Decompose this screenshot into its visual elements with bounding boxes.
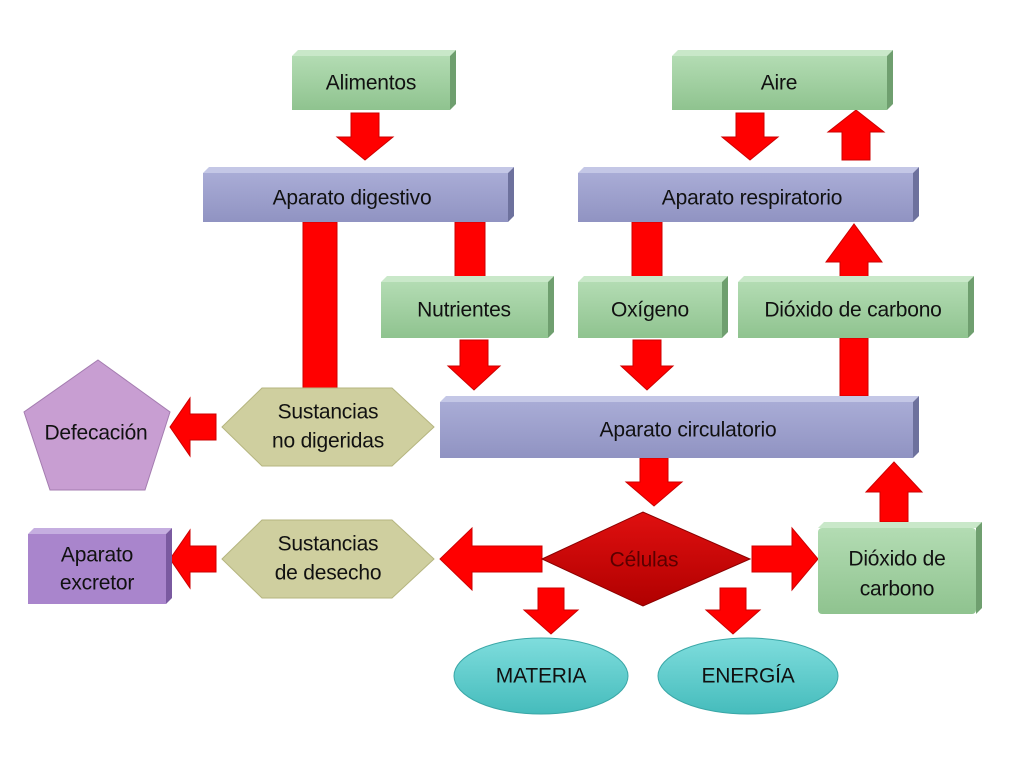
arrows (169, 109, 924, 635)
label-energia: ENERGÍA (701, 665, 794, 688)
arrow-celulas-to-materia (522, 587, 580, 635)
label-aparato-digestivo: Aparato digestivo (273, 187, 432, 210)
label-aparato-circulatorio: Aparato circulatorio (600, 419, 777, 442)
label-aire: Aire (761, 72, 798, 95)
label-excretor-line2: excretor (60, 572, 134, 595)
label-defecacion: Defecación (44, 422, 147, 445)
node-dioxido-carbono-bottom: Dióxido de carbono (818, 522, 982, 614)
label-dioxido-carbono-bottom-line2: carbono (860, 578, 935, 601)
node-nutrientes: Nutrientes (381, 276, 554, 338)
node-oxigeno: Oxígeno (578, 276, 728, 338)
node-aire: Aire (672, 50, 893, 110)
arrow-respiratorio-to-aire (826, 109, 886, 161)
label-celulas: Células (610, 549, 679, 572)
label-nutrientes: Nutrientes (417, 299, 511, 322)
arrow-no-digeridas-to-defecacion (169, 396, 217, 458)
node-sustancias-desecho: Sustancias de desecho (221, 519, 435, 599)
node-sustancias-no-digeridas: Sustancias no digeridas (221, 387, 435, 467)
arrow-digestivo-to-nutrientes (454, 221, 486, 279)
label-aparato-respiratorio: Aparato respiratorio (662, 187, 842, 210)
label-no-digeridas-line1: Sustancias (278, 401, 379, 424)
node-dioxido-carbono-top: Dióxido de carbono (738, 276, 974, 338)
label-dioxido-carbono-top: Dióxido de carbono (764, 299, 941, 322)
arrow-respiratorio-to-oxigeno (631, 221, 663, 279)
node-celulas: Células (540, 511, 752, 607)
node-aparato-excretor: Aparato excretor (28, 528, 172, 604)
label-oxigeno: Oxígeno (611, 299, 689, 322)
label-desecho-line1: Sustancias (278, 533, 379, 556)
arrow-digestivo-to-no-digeridas (302, 221, 338, 391)
label-materia: MATERIA (496, 665, 587, 688)
arrow-celulas-to-energia (704, 587, 762, 635)
node-aparato-respiratorio: Aparato respiratorio (578, 167, 919, 222)
label-dioxido-carbono-bottom-line1: Dióxido de (848, 548, 945, 571)
node-defecacion: Defecación (23, 359, 171, 491)
node-aparato-digestivo: Aparato digestivo (203, 167, 514, 222)
arrow-co2-to-respiratorio (825, 223, 883, 278)
arrow-circulatorio-to-co2-top (839, 337, 869, 397)
arrow-celulas-to-desecho (439, 526, 543, 592)
arrow-nutrientes-to-circulatorio (446, 339, 502, 391)
label-alimentos: Alimentos (326, 72, 416, 95)
arrow-desecho-to-excretor (169, 528, 217, 590)
label-desecho-line2: de desecho (275, 562, 382, 585)
label-no-digeridas-line2: no digeridas (272, 430, 384, 453)
arrow-celulas-to-co2-bottom (751, 526, 819, 592)
label-excretor-line1: Aparato (61, 544, 133, 567)
node-energia: ENERGÍA (657, 637, 839, 715)
arrow-oxigeno-to-circulatorio (619, 339, 675, 391)
arrow-co2-bottom-to-circulatorio (864, 461, 924, 523)
node-aparato-circulatorio: Aparato circulatorio (440, 396, 919, 458)
node-materia: MATERIA (453, 637, 629, 715)
arrow-aire-to-respiratorio (720, 112, 780, 161)
node-alimentos: Alimentos (292, 50, 456, 110)
arrow-circulatorio-to-celulas (624, 457, 684, 507)
arrow-alimentos-to-digestivo (335, 112, 395, 161)
